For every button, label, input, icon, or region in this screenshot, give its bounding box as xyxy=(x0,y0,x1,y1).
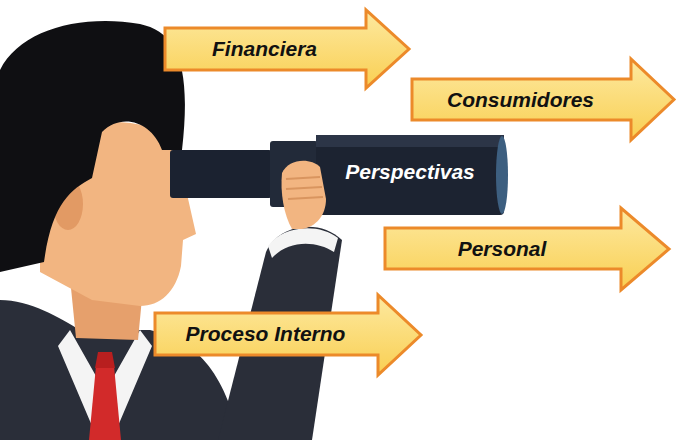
arrow-label: Consumidores xyxy=(447,88,594,111)
arrow-label: Financiera xyxy=(212,37,317,60)
telescope-label: Perspectivas xyxy=(345,160,475,183)
arrow-label: Personal xyxy=(458,237,547,260)
arrow-box: Consumidores xyxy=(410,57,676,142)
arrow-label: Proceso Interno xyxy=(186,322,346,345)
arrow-box: Proceso Interno xyxy=(153,293,423,377)
arrow-box: Personal xyxy=(383,206,671,292)
telescope-box: Perspectivas xyxy=(170,133,508,217)
arrow-box: Financiera xyxy=(163,8,411,90)
